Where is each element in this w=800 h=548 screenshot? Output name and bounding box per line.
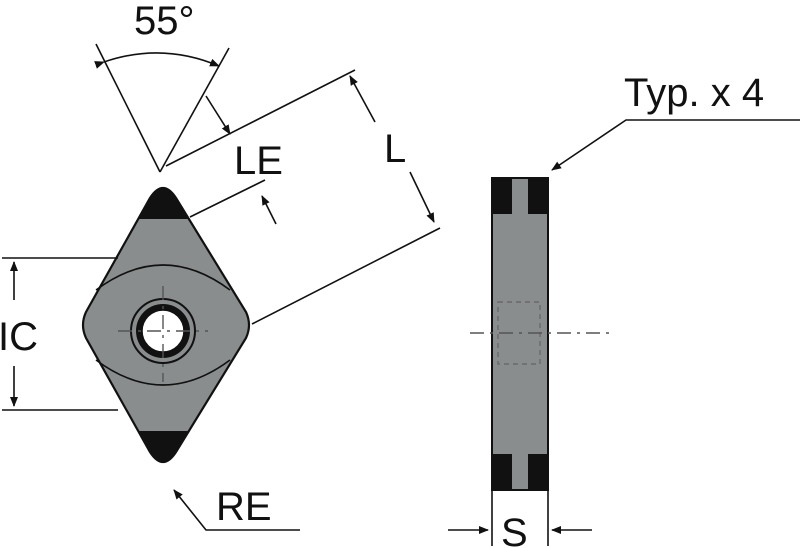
side-tip-bottom-right [528, 454, 548, 490]
bottom-cutting-tip [138, 431, 188, 462]
insert-front-view [81, 186, 251, 464]
re-label: RE [216, 485, 272, 529]
top-cutting-tip [138, 188, 188, 219]
ic-label: IC [0, 315, 38, 359]
l-label: L [384, 127, 406, 171]
re-leader: RE [173, 485, 300, 531]
side-tip-top-left [492, 178, 512, 214]
side-tip-bottom-left [492, 454, 512, 490]
typ-leader: Typ. x 4 [551, 71, 800, 171]
insert-side-view [470, 177, 610, 491]
angle-label: 55° [134, 0, 195, 43]
le-label: LE [234, 139, 283, 183]
side-tip-top-right [528, 178, 548, 214]
angle-dimension: 55° [94, 0, 230, 173]
l-dimension: L [251, 75, 441, 325]
inner-chipbreaker-arc-top [95, 264, 231, 291]
s-dimension: S [448, 490, 592, 548]
typ-label: Typ. x 4 [624, 71, 764, 115]
ic-dimension: IC [0, 257, 118, 411]
side-body [491, 177, 549, 491]
le-dimension: LE [165, 69, 356, 225]
inner-chipbreaker-arc-bottom [95, 359, 231, 386]
s-label: S [501, 511, 528, 548]
